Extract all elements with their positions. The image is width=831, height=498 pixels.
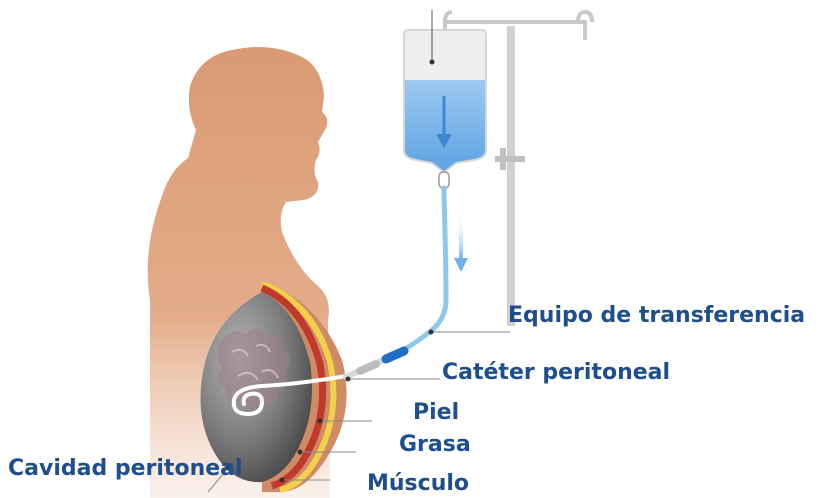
down-arrow-icon xyxy=(454,212,468,272)
label-fat: Grasa xyxy=(399,434,471,456)
catheter-connector xyxy=(346,351,404,377)
label-peritoneal-cavity: Cavidad peritoneal xyxy=(8,458,243,480)
label-skin: Piel xyxy=(413,402,459,424)
label-transfer-set: Equipo de transferencia xyxy=(508,305,805,327)
label-muscle: Músculo xyxy=(367,473,469,495)
label-peritoneal-catheter: Catéter peritoneal xyxy=(442,362,670,384)
dialysate-bag xyxy=(404,10,486,172)
transfer-tubing xyxy=(390,172,468,356)
